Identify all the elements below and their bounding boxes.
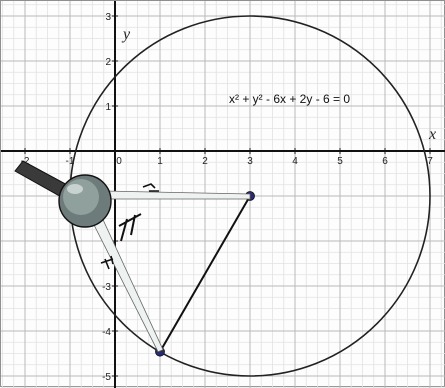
x-tick-label: 6 [382,156,388,167]
compass-knob-shine [67,184,83,194]
y-axis-label: y [121,26,131,43]
circle-equation: x² + y² - 6x + 2y - 6 = 0 [229,92,350,106]
x-tick-label: 3 [247,156,253,167]
y-tick-label: 3 [105,12,111,23]
x-tick-label: -1 [66,156,75,167]
x-tick-label: 4 [292,156,298,167]
y-tick-label: 1 [105,102,111,113]
x-tick-label: 1 [157,156,163,167]
x-tick-label: 7 [427,156,433,167]
x-tick-label: -2 [21,156,30,167]
x-tick-label: 0 [116,156,122,167]
compass-arm-upper [102,190,251,200]
y-tick-label: 2 [105,57,111,68]
y-tick-label: -5 [102,372,111,383]
y-tick-label: -3 [102,282,111,293]
x-tick-label: 2 [202,156,208,167]
compass-knob-highlight [63,179,99,215]
x-tick-label: 5 [337,156,343,167]
radius-segment [159,195,251,353]
pencil-mark [142,183,159,192]
hinge-mark [118,213,142,242]
x-axis-label: x [428,126,436,143]
pencil-mark [100,255,114,270]
compass-tool [14,160,251,353]
y-tick-label: -4 [102,327,111,338]
